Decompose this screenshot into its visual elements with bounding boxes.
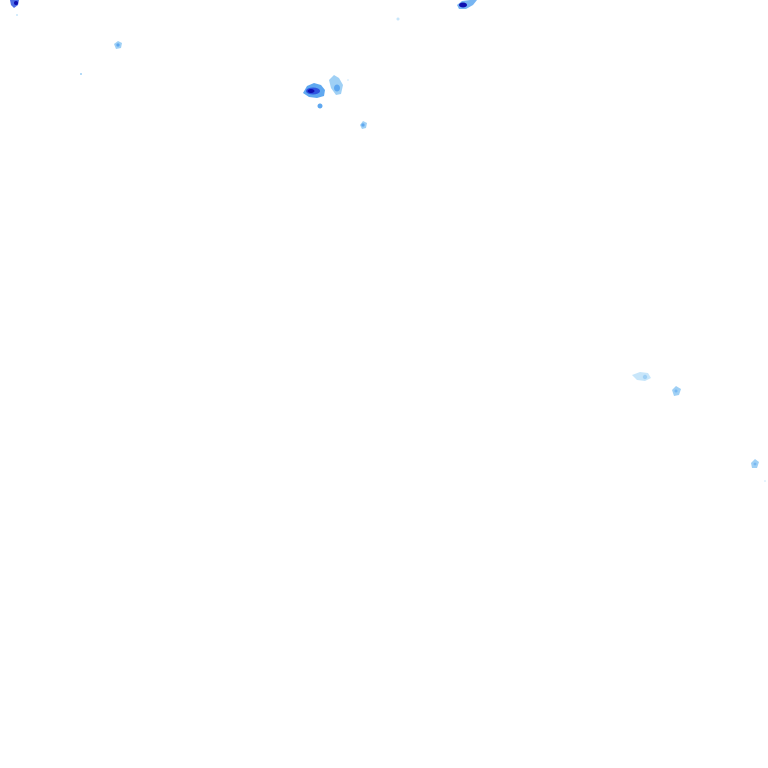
echo-core-max — [307, 89, 315, 93]
echo-cell-north-west-edge — [10, 0, 19, 16]
echo-shape — [632, 372, 651, 381]
echo-core — [753, 462, 757, 466]
echo-cell-north-centre-edge — [396, 0, 477, 21]
echo-core — [674, 389, 678, 393]
echo-speck — [764, 480, 766, 482]
echo-cell-east-middle — [672, 386, 681, 396]
echo-cell-east-upper — [632, 372, 651, 381]
echo-speck — [80, 73, 82, 75]
echo-speck — [317, 103, 323, 109]
echo-core — [459, 2, 467, 8]
echo-core — [361, 123, 365, 127]
echo-speck — [16, 14, 18, 16]
echo-speck — [347, 79, 349, 81]
echo-core — [14, 1, 18, 5]
echo-cell-north-west-small — [80, 41, 122, 75]
echo-cell-central-north-secondary — [329, 75, 349, 95]
echo-cell-east-lower — [751, 459, 766, 482]
echo-cell-central-north-speck — [360, 121, 367, 129]
echo-speck — [396, 17, 400, 21]
echo-core — [116, 43, 120, 47]
echo-core — [334, 84, 340, 92]
echo-cell-central-north-cluster — [303, 83, 325, 109]
echo-core — [642, 374, 648, 380]
